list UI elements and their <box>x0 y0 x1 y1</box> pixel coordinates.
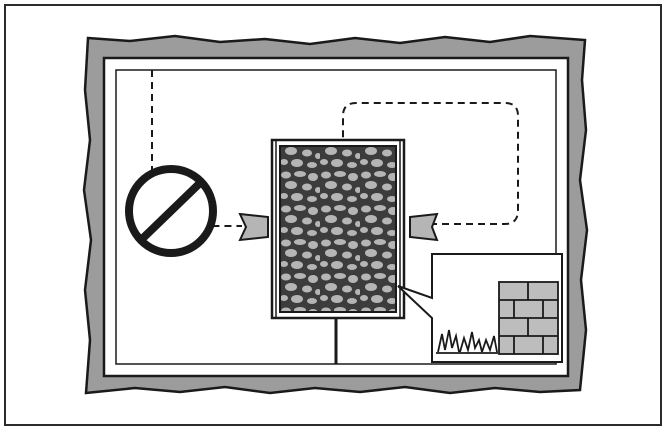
left-connector <box>238 212 269 242</box>
stone-filled-block <box>270 138 406 320</box>
grass-icon <box>436 329 498 354</box>
property-boundary-line <box>108 62 564 372</box>
dashed-route-right <box>342 102 519 225</box>
outer-wall <box>82 34 589 395</box>
brick-wall-icon <box>498 281 559 355</box>
right-connector <box>409 212 439 242</box>
prohibition-icon <box>125 165 217 257</box>
